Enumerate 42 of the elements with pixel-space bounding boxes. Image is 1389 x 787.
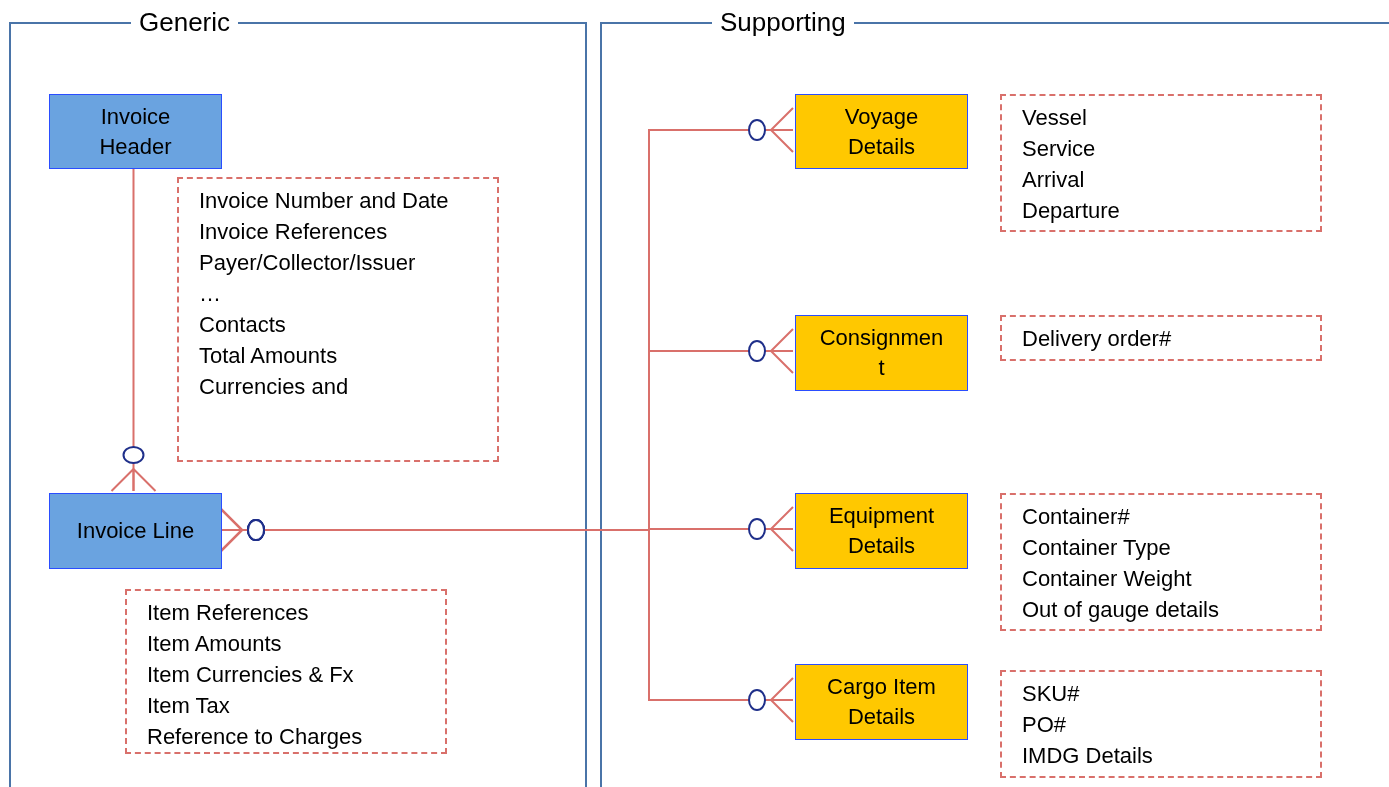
- entity-name: Consignment: [818, 324, 945, 382]
- attribute-text: …: [199, 280, 221, 308]
- attribute-text: Arrival: [1022, 166, 1085, 194]
- entity-box: [795, 94, 968, 169]
- attribute-text: IMDG Details: [1022, 742, 1153, 770]
- attribute-text: Invoice Number and Date: [199, 187, 449, 215]
- attribute-text: Payer/Collector/Issuer: [199, 249, 416, 277]
- entity-box: [795, 493, 968, 569]
- attribute-text: Item References: [147, 599, 309, 627]
- attribute-text: Item Amounts: [147, 630, 282, 658]
- entity-name: Invoice Header: [98, 102, 173, 161]
- entity-box: [49, 493, 222, 569]
- attribute-text: Item Tax: [147, 692, 230, 720]
- attribute-note: [1000, 94, 1322, 232]
- attribute-text: Currencies and: [199, 373, 349, 401]
- attribute-text: Invoice References: [199, 218, 388, 246]
- attribute-text: Contacts: [199, 311, 286, 339]
- entity-box: [795, 664, 968, 740]
- entity-name: Voyage Details: [843, 102, 920, 161]
- attribute-text: PO#: [1022, 711, 1067, 739]
- attribute-text: Container Weight: [1022, 565, 1192, 593]
- attribute-text: Total Amounts: [199, 342, 338, 370]
- attribute-text: Delivery order#: [1022, 325, 1172, 353]
- attribute-text: Reference to Charges: [147, 723, 363, 751]
- attribute-text: Service: [1022, 135, 1096, 163]
- attribute-text: Out of gauge details: [1022, 596, 1219, 624]
- entity-box: [49, 94, 222, 169]
- attribute-text: SKU#: [1022, 680, 1080, 708]
- attribute-note: [1000, 315, 1322, 361]
- entity-name: Invoice Line: [76, 517, 195, 545]
- attribute-text: Container#: [1022, 503, 1130, 531]
- attribute-text: Container Type: [1022, 534, 1171, 562]
- entity-name: Cargo Item Details: [826, 673, 937, 731]
- attribute-note: [177, 177, 499, 462]
- attribute-note: [1000, 493, 1322, 631]
- attribute-text: Item Currencies & Fx: [147, 661, 354, 689]
- attribute-note: [1000, 670, 1322, 778]
- entity-box: [795, 315, 968, 391]
- attribute-text: Vessel: [1022, 104, 1087, 132]
- attribute-note: [125, 589, 447, 754]
- attribute-text: Departure: [1022, 197, 1120, 225]
- entity-name: Equipment Details: [827, 502, 936, 560]
